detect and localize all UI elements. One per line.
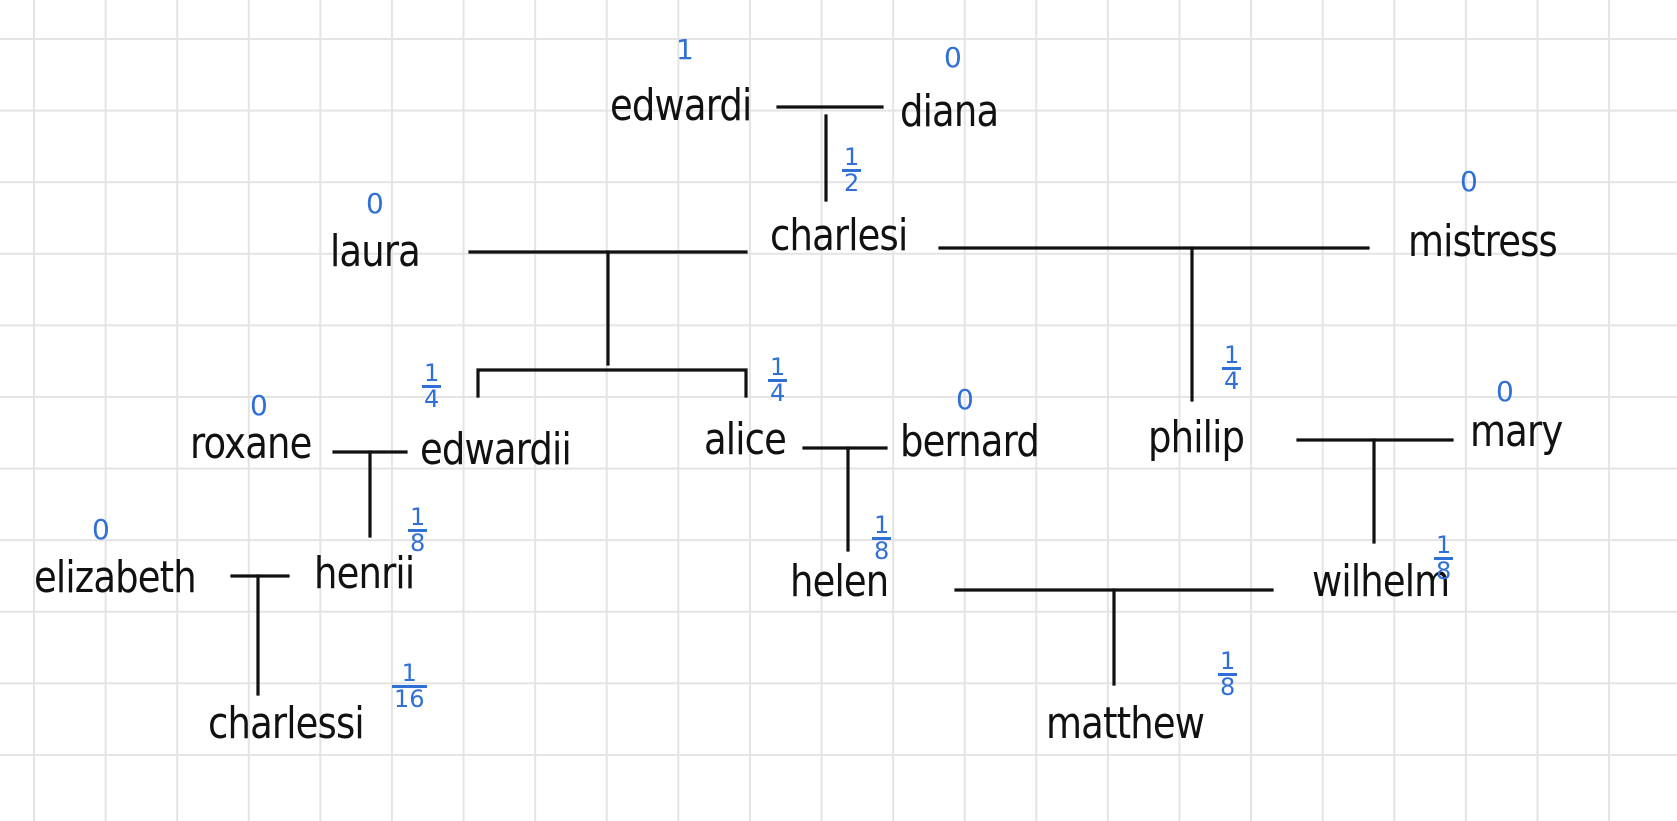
fraction-denominator: 4 [1222, 366, 1242, 395]
person-name-matthew: matthew [1046, 698, 1205, 749]
fraction-numerator: 1 [874, 511, 890, 539]
sibling-bar-edwardii-alice [476, 368, 748, 398]
coefficient-bernard: 0 [956, 383, 974, 416]
person-name-henrii: henrii [314, 548, 415, 599]
coefficient-mary: 0 [1496, 375, 1514, 408]
fraction-numerator: 1 [844, 143, 860, 171]
coefficient-laura: 0 [366, 187, 384, 220]
fraction-denominator: 4 [422, 384, 442, 413]
person-name-edwardi: edwardi [610, 80, 752, 131]
fraction-denominator: 8 [1434, 556, 1454, 585]
person-name-wilhelm: wilhelm [1312, 556, 1450, 607]
fraction-numerator: 1 [1220, 647, 1236, 675]
coefficient-elizabeth: 0 [92, 513, 110, 546]
person-name-laura: laura [330, 226, 421, 277]
coefficient-roxane: 0 [250, 389, 268, 422]
fraction-numerator: 1 [401, 659, 417, 687]
coefficient-edwardi: 1 [676, 33, 694, 66]
fraction-denominator: 16 [392, 684, 427, 713]
person-name-mistress: mistress [1408, 216, 1558, 267]
fraction-numerator: 1 [424, 359, 440, 387]
fraction-numerator: 1 [1436, 531, 1452, 559]
fraction-denominator: 2 [842, 168, 862, 197]
person-name-roxane: roxane [190, 418, 312, 469]
person-name-edwardii: edwardii [420, 424, 572, 475]
person-name-bernard: bernard [900, 416, 1040, 467]
person-name-charlesi: charlesi [770, 210, 908, 261]
fraction-numerator: 1 [410, 503, 426, 531]
fraction-denominator: 8 [408, 528, 428, 557]
fraction-denominator: 4 [768, 378, 788, 407]
person-name-helen: helen [790, 556, 889, 607]
fraction-numerator: 1 [1224, 341, 1240, 369]
fraction-numerator: 1 [770, 353, 786, 381]
coefficient-mistress: 0 [1460, 165, 1478, 198]
fraction-denominator: 8 [872, 536, 892, 565]
person-name-alice: alice [704, 414, 787, 465]
person-name-philip: philip [1148, 412, 1245, 463]
person-name-elizabeth: elizabeth [34, 552, 197, 603]
fraction-denominator: 8 [1218, 672, 1238, 701]
person-name-charlesii: charlessi [208, 698, 365, 749]
person-name-diana: diana [900, 86, 999, 137]
coefficient-diana: 0 [944, 41, 962, 74]
person-name-mary: mary [1470, 406, 1563, 457]
